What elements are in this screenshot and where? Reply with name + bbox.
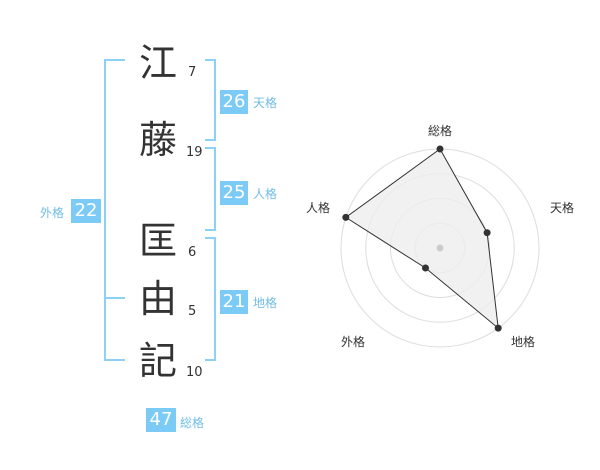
given-strokes-3: 10 [186, 365, 203, 380]
radar-point-5 [342, 213, 350, 221]
radar-polygon [344, 148, 499, 330]
chikaku-badge: 21 [220, 290, 248, 314]
radar-label-soukaku: 総格 [428, 124, 453, 138]
surname-strokes-2: 19 [186, 145, 203, 160]
radar-point-2 [483, 229, 491, 237]
given-strokes-1: 6 [188, 245, 197, 260]
radar-label-jinkaku: 人格 [306, 201, 331, 215]
surname-strokes-1: 7 [188, 65, 197, 80]
jinkaku-label: 人格 [253, 187, 278, 201]
tenkaku-badge: 26 [220, 90, 248, 114]
gaikaku-badge: 22 [71, 199, 101, 223]
given-char-3: 記 [138, 339, 177, 383]
chikaku-label: 地格 [253, 296, 278, 310]
jinkaku-badge: 25 [220, 181, 248, 205]
radar-label-chikaku: 地格 [511, 335, 536, 349]
radar-point-1 [436, 145, 444, 153]
gaikaku-label: 外格 [40, 206, 65, 220]
soukaku-label: 総格 [180, 416, 205, 430]
tenkaku-label: 天格 [253, 96, 278, 110]
given-strokes-2: 5 [188, 304, 197, 319]
radar-label-gaikaku: 外格 [341, 335, 366, 349]
given-char-2: 由 [138, 277, 177, 321]
bracket-gaikaku [104, 59, 125, 361]
radar-center-dot [436, 244, 444, 252]
radar-point-3 [494, 324, 502, 332]
brackets [104, 59, 216, 361]
bracket-jinkaku [205, 147, 216, 231]
radar-label-tenkaku: 天格 [550, 201, 575, 215]
radar-point-4 [422, 264, 429, 272]
bracket-tenkaku [205, 59, 216, 141]
bracket-chikaku [205, 237, 216, 361]
surname-char-1: 江 [138, 41, 177, 85]
given-char-1: 匡 [138, 219, 177, 263]
surname-char-2: 藤 [138, 118, 177, 162]
soukaku-badge: 47 [146, 408, 176, 432]
radar-chart [340, 145, 540, 348]
